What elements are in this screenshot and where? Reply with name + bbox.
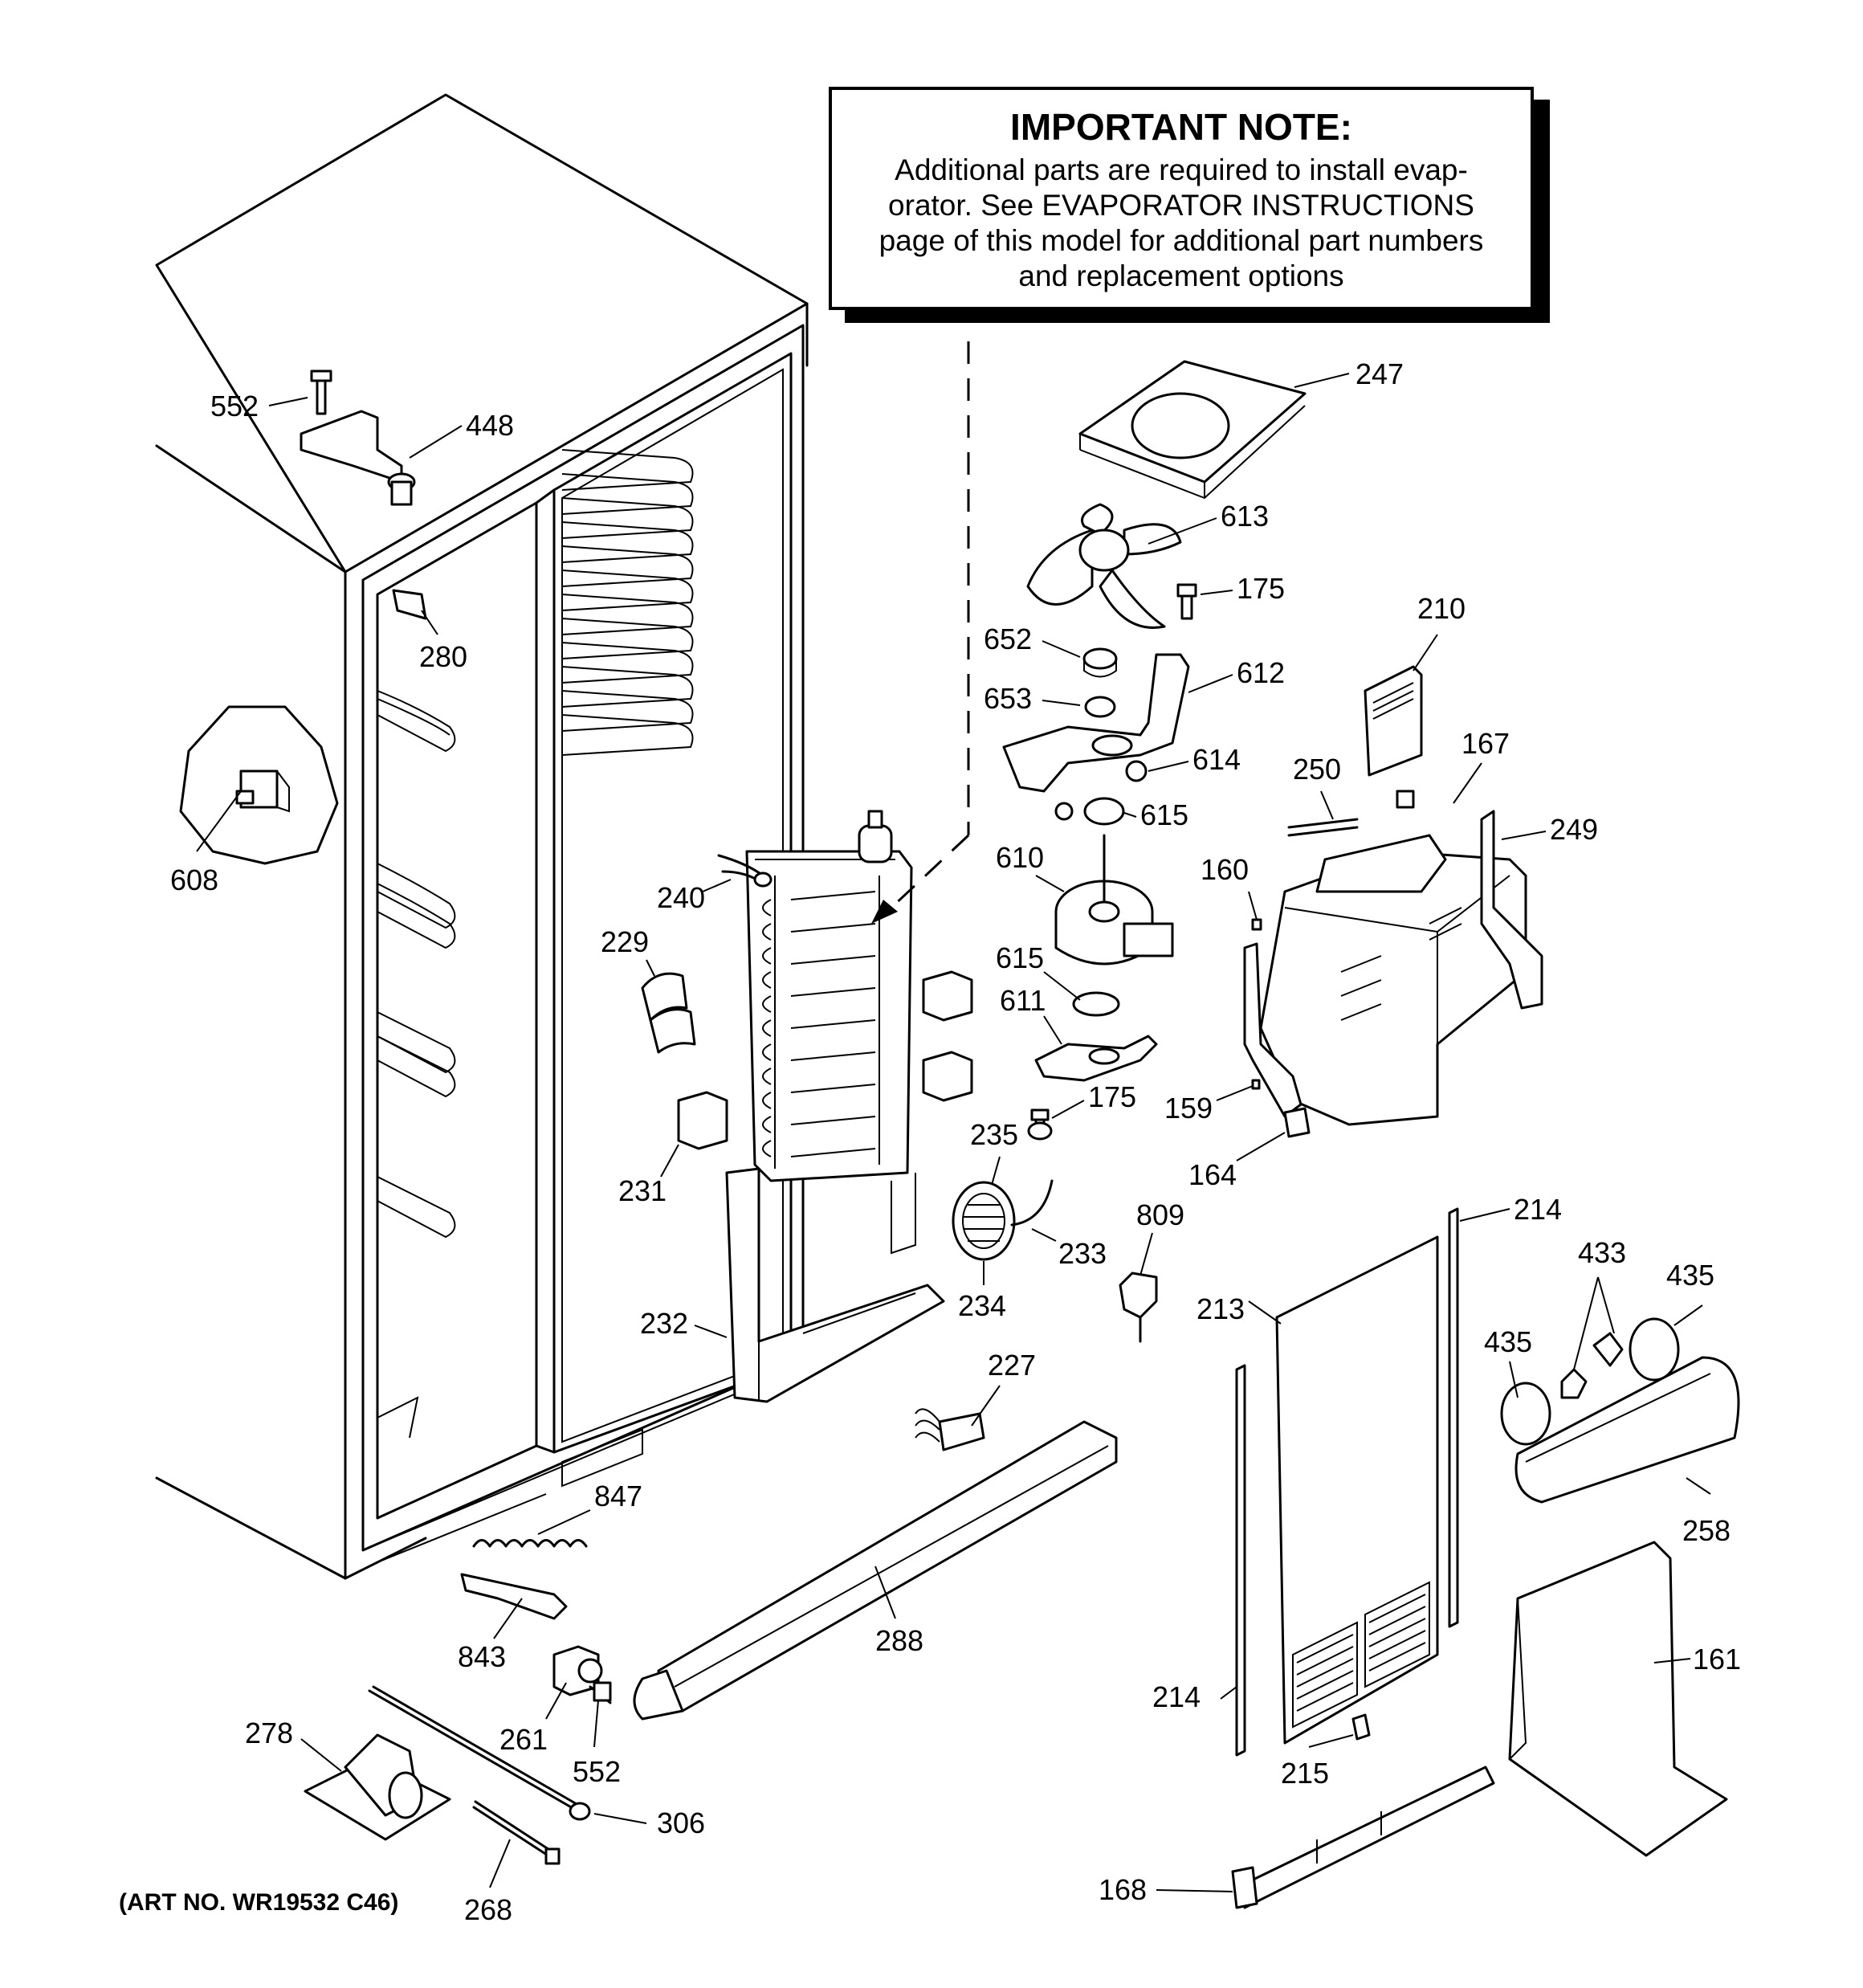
callout-847: 847 <box>594 1480 642 1512</box>
bottom-hinge-and-rods <box>304 1685 591 1865</box>
callout-235: 235 <box>970 1118 1018 1151</box>
callout-652: 652 <box>984 623 1032 655</box>
callout-615: 615 <box>1140 798 1188 831</box>
callout-280: 280 <box>419 640 467 673</box>
note-line: and replacement options <box>1018 259 1344 292</box>
lower-hinge-bracket <box>552 1645 612 1704</box>
callout-268: 268 <box>464 1893 512 1926</box>
assembly-guide-line <box>871 341 970 924</box>
callout-215: 215 <box>1281 1757 1329 1790</box>
note-line: page of this model for additional part n… <box>879 224 1484 257</box>
callout-161: 161 <box>1693 1643 1741 1676</box>
callout-168: 168 <box>1099 1873 1147 1906</box>
lower-duct-and-rail <box>1231 1541 1728 1909</box>
callout-552-lower: 552 <box>573 1755 621 1788</box>
part-280-clip <box>392 589 427 620</box>
callout-433: 433 <box>1578 1236 1626 1269</box>
callout-210: 210 <box>1417 592 1466 625</box>
callout-160: 160 <box>1201 853 1249 886</box>
callout-labels: 552 448 280 608 247 613 175 652 612 653 … <box>170 357 1741 1926</box>
callout-213: 213 <box>1196 1292 1245 1325</box>
harness-and-trough <box>633 1408 1118 1721</box>
note-body: Additional parts are required to install… <box>832 153 1531 294</box>
refrigerator-cabinet <box>155 93 809 1580</box>
callout-610: 610 <box>996 841 1044 874</box>
callout-214: 214 <box>1514 1193 1562 1226</box>
door-closer-parts <box>460 1539 588 1620</box>
fan-motor-assembly <box>1002 360 1307 1141</box>
art-number: (ART NO. WR19532 C46) <box>119 1889 399 1916</box>
callout-247: 247 <box>1355 357 1404 390</box>
callout-229: 229 <box>601 925 649 958</box>
callout-232: 232 <box>640 1307 688 1340</box>
callout-615-lower: 615 <box>996 941 1044 974</box>
hinge-top-parts <box>300 369 416 506</box>
callout-613: 613 <box>1221 500 1269 533</box>
callout-653: 653 <box>984 682 1032 715</box>
part-231-blocks <box>677 970 973 1150</box>
callout-175-lower: 175 <box>1088 1080 1136 1113</box>
callout-435-left: 435 <box>1484 1325 1532 1358</box>
callout-234: 234 <box>958 1289 1006 1322</box>
callout-233: 233 <box>1058 1237 1107 1270</box>
part-229-sleeves <box>641 972 696 1054</box>
evaporator-coils <box>762 891 876 1157</box>
callout-240: 240 <box>657 881 705 914</box>
switch-detail-octagon <box>179 705 339 865</box>
dispenser-housing-module <box>1243 665 1543 1138</box>
callout-435: 435 <box>1666 1259 1714 1292</box>
evaporator-pan <box>725 1167 945 1403</box>
callout-288: 288 <box>875 1624 923 1657</box>
callout-231: 231 <box>618 1174 667 1207</box>
callout-278: 278 <box>245 1717 293 1749</box>
callout-249: 249 <box>1550 813 1598 846</box>
callout-843: 843 <box>458 1640 506 1673</box>
callout-250: 250 <box>1293 753 1341 786</box>
callout-164: 164 <box>1188 1158 1237 1191</box>
evaporator-cover-panel <box>1235 1207 1459 1757</box>
evaporator-assembly <box>745 810 913 1182</box>
defrost-heater-lead <box>717 854 773 888</box>
callout-448: 448 <box>466 409 514 442</box>
fresh-food-shelves <box>377 690 456 1439</box>
important-note-box: IMPORTANT NOTE: Additional parts are req… <box>829 87 1534 310</box>
callout-608: 608 <box>170 863 218 896</box>
callout-306: 306 <box>657 1806 705 1839</box>
callout-261: 261 <box>499 1723 548 1756</box>
leader-lines <box>196 373 1711 1892</box>
light-assembly <box>1500 1317 1740 1504</box>
callout-159: 159 <box>1164 1092 1213 1125</box>
part-809-thermistor <box>1119 1272 1158 1343</box>
callout-227: 227 <box>988 1349 1036 1382</box>
callout-175: 175 <box>1237 572 1285 605</box>
callout-809: 809 <box>1136 1198 1184 1231</box>
callout-214-lower: 214 <box>1152 1680 1201 1713</box>
callout-614: 614 <box>1192 743 1241 776</box>
callout-167: 167 <box>1461 727 1510 760</box>
callout-612: 612 <box>1237 656 1285 689</box>
callout-258: 258 <box>1682 1514 1731 1547</box>
callout-611: 611 <box>1000 984 1046 1017</box>
note-line: Additional parts are required to install… <box>895 153 1468 186</box>
note-line: orator. See EVAPORATOR INSTRUCTIONS <box>888 189 1474 222</box>
note-title: IMPORTANT NOTE: <box>1010 106 1352 148</box>
damper-assembly <box>952 1179 1054 1261</box>
freezer-shelves <box>561 449 694 756</box>
callout-552: 552 <box>210 390 259 423</box>
